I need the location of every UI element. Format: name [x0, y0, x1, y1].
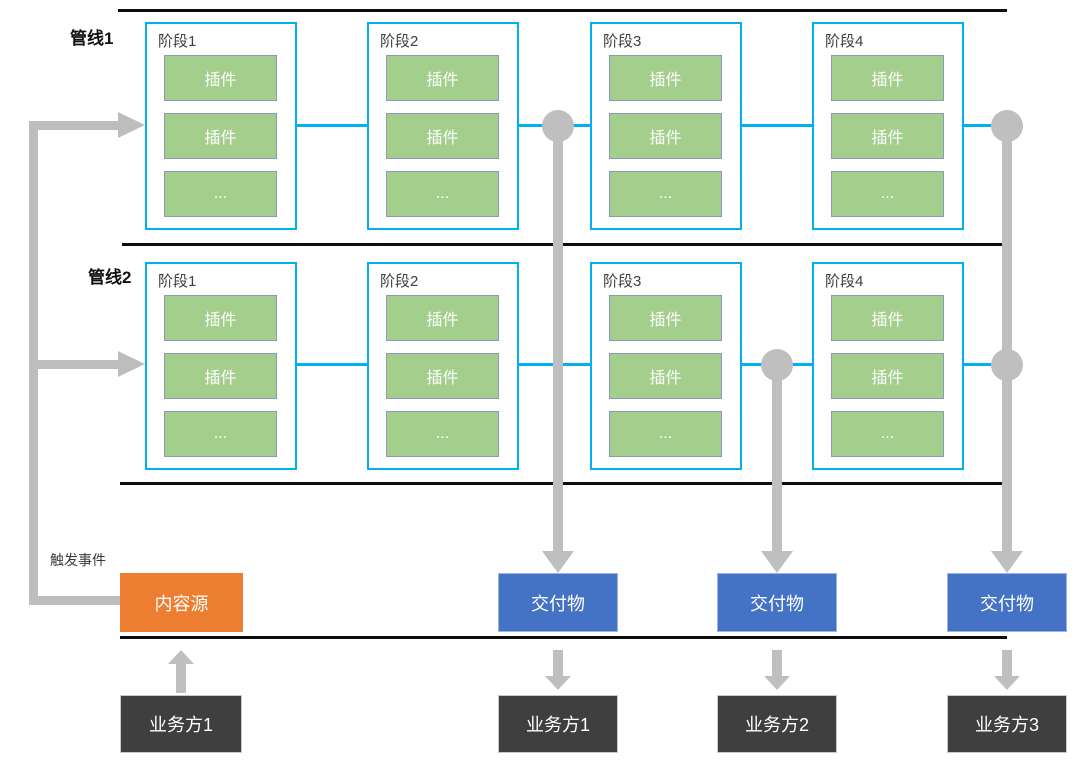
plugin-box: 插件	[386, 113, 499, 159]
plugin-box: 插件	[609, 55, 722, 101]
business-party-node-2: 业务方1	[498, 695, 618, 753]
arrow-up-shaft-party1	[176, 663, 186, 693]
delivery-line-1	[553, 126, 563, 552]
pipeline-2-label: 管线2	[88, 268, 132, 287]
deliverable-node-1: 交付物	[498, 573, 618, 632]
pipeline-1-label: 管线1	[70, 29, 114, 48]
plugin-box-ellipsis: ...	[386, 171, 499, 217]
pipeline2-stage2: 阶段2 插件 插件 ...	[367, 262, 519, 470]
arrow-down-to-party4-icon	[994, 676, 1020, 690]
plugin-box-ellipsis: ...	[831, 411, 944, 457]
stage-label: 阶段1	[158, 33, 197, 50]
separator-line-bottom	[120, 636, 1007, 639]
arrow-down-to-party3-icon	[764, 676, 790, 690]
business-party-node-3: 业务方2	[717, 695, 837, 753]
plugin-box-ellipsis: ...	[609, 171, 722, 217]
plugin-box: 插件	[609, 295, 722, 341]
delivery-line-3	[1002, 126, 1012, 552]
pipeline1-stage1: 阶段1 插件 插件 ...	[145, 22, 297, 230]
arrow-into-pipeline1-icon	[118, 112, 145, 138]
plugin-box: 插件	[164, 353, 277, 399]
business-party-node-4: 业务方3	[947, 695, 1067, 753]
trigger-line-to-source	[29, 596, 120, 605]
pipeline2-stage1: 阶段1 插件 插件 ...	[145, 262, 297, 470]
deliverable-node-2: 交付物	[717, 573, 837, 632]
business-party-node-1: 业务方1	[120, 695, 242, 753]
plugin-box: 插件	[386, 353, 499, 399]
stage-label: 阶段4	[825, 273, 864, 290]
trigger-branch-pipeline1	[29, 121, 118, 130]
content-source-node: 内容源	[120, 573, 243, 632]
delivery-line-2	[772, 365, 782, 552]
connector-p1-s1-s2	[296, 124, 368, 127]
pipeline1-stage2: 阶段2 插件 插件 ...	[367, 22, 519, 230]
arrow-into-pipeline2-icon	[118, 351, 145, 377]
delivery-arrow-1-icon	[542, 551, 574, 573]
tap-circle-p1-s4-icon	[991, 110, 1023, 142]
plugin-box-ellipsis: ...	[164, 171, 277, 217]
pipeline1-stage3: 阶段3 插件 插件 ...	[590, 22, 742, 230]
separator-line-top	[118, 9, 1007, 12]
plugin-box: 插件	[164, 55, 277, 101]
delivery-arrow-2-icon	[761, 551, 793, 573]
trigger-event-label: 触发事件	[50, 552, 106, 568]
plugin-box-ellipsis: ...	[386, 411, 499, 457]
plugin-box-ellipsis: ...	[831, 171, 944, 217]
connector-p1-s4-out	[963, 124, 1004, 127]
plugin-box: 插件	[831, 353, 944, 399]
arrow-up-from-party1-icon	[168, 650, 194, 664]
arrow-down-to-party2-icon	[545, 676, 571, 690]
plugin-box-ellipsis: ...	[609, 411, 722, 457]
plugin-box: 插件	[164, 295, 277, 341]
plugin-box: 插件	[831, 55, 944, 101]
arrow-down-shaft-party3	[772, 650, 782, 677]
deliverable-node-3: 交付物	[947, 573, 1067, 632]
arrow-down-shaft-party2	[553, 650, 563, 677]
trigger-branch-pipeline2	[29, 360, 118, 369]
plugin-box: 插件	[831, 113, 944, 159]
pipeline2-stage3: 阶段3 插件 插件 ...	[590, 262, 742, 470]
plugin-box: 插件	[386, 55, 499, 101]
tap-circle-p2-s3-icon	[761, 349, 793, 381]
stage-label: 阶段1	[158, 273, 197, 290]
pipeline2-stage4: 阶段4 插件 插件 ...	[812, 262, 964, 470]
plugin-box: 插件	[386, 295, 499, 341]
plugin-box: 插件	[164, 113, 277, 159]
tap-circle-p2-s4-icon	[991, 349, 1023, 381]
plugin-box: 插件	[609, 353, 722, 399]
plugin-box: 插件	[609, 113, 722, 159]
connector-p2-s4-out	[963, 363, 1004, 366]
stage-label: 阶段2	[380, 33, 419, 50]
stage-label: 阶段4	[825, 33, 864, 50]
plugin-box-ellipsis: ...	[164, 411, 277, 457]
stage-label: 阶段3	[603, 33, 642, 50]
stage-label: 阶段3	[603, 273, 642, 290]
connector-p1-s3-s4	[741, 124, 813, 127]
stage-label: 阶段2	[380, 273, 419, 290]
pipeline1-stage4: 阶段4 插件 插件 ...	[812, 22, 964, 230]
tap-circle-p1-s2-icon	[542, 110, 574, 142]
delivery-arrow-3-icon	[991, 551, 1023, 573]
separator-line-between-pipelines	[122, 243, 1004, 246]
connector-p2-s1-s2	[296, 363, 368, 366]
arrow-down-shaft-party4	[1002, 650, 1012, 677]
plugin-box: 插件	[831, 295, 944, 341]
